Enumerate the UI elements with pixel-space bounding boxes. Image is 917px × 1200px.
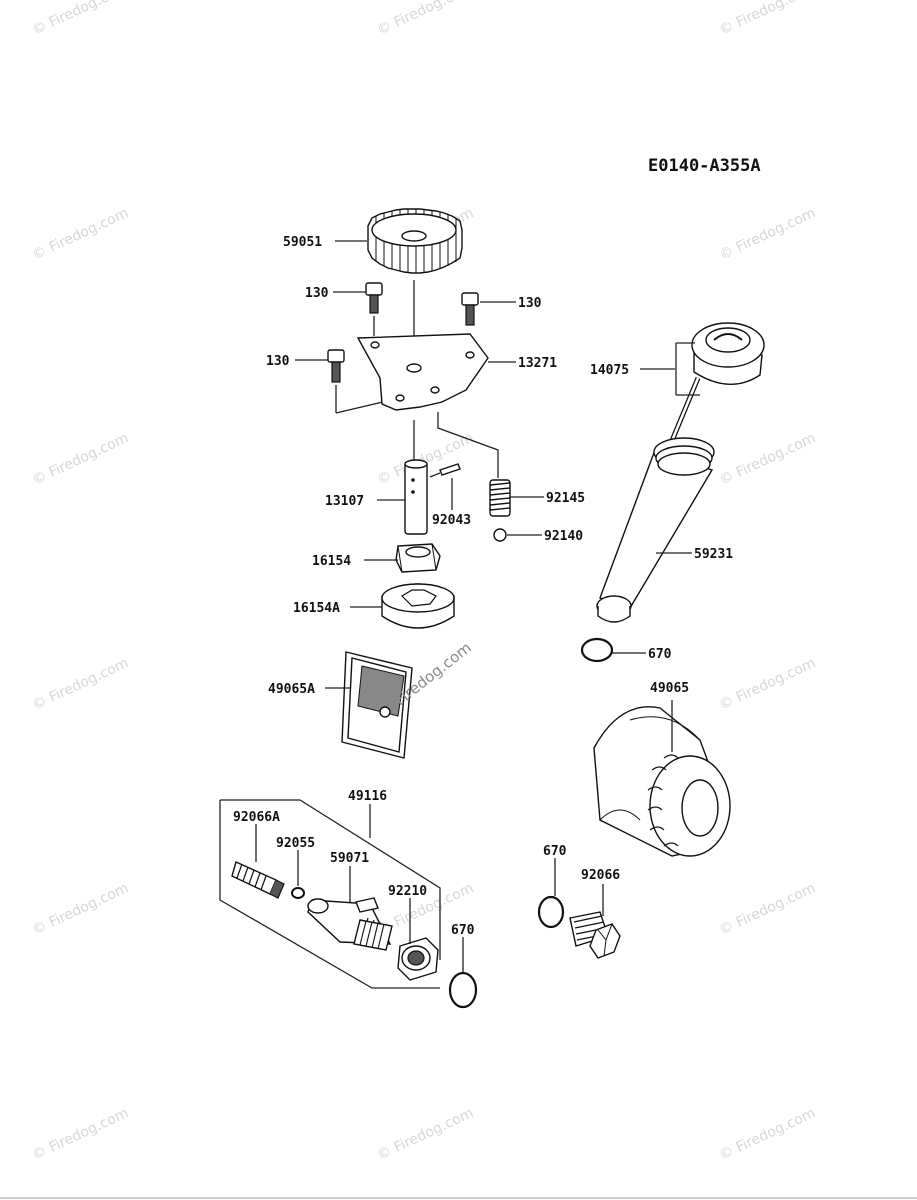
oil-screen-49065a[interactable] — [341, 651, 413, 759]
watermark-7: © Firedog.com — [30, 430, 131, 489]
axis-pin — [429, 472, 441, 478]
label-92055[interactable]: 92055 — [276, 836, 315, 851]
watermark-15: © Firedog.com — [30, 1105, 131, 1164]
rotor-16154a[interactable] — [381, 583, 455, 629]
o-ring-670-drain[interactable] — [537, 895, 565, 929]
drain-plug-92066[interactable] — [569, 911, 621, 959]
diagram-code: E0140-A355A — [648, 156, 761, 176]
o-ring-670-tube[interactable] — [580, 637, 614, 663]
watermark-14: © Firedog.com — [717, 880, 818, 939]
bolt-130-left-top[interactable] — [365, 282, 383, 314]
bolt-130-left-bottom[interactable] — [327, 349, 345, 383]
label-670-a[interactable]: 670 — [648, 647, 672, 662]
label-92043[interactable]: 92043 — [432, 513, 471, 528]
label-92145[interactable]: 92145 — [546, 491, 585, 506]
watermark-2: © Firedog.com — [375, 0, 476, 39]
plug-92066a[interactable] — [231, 861, 285, 899]
relief-valve-59071[interactable] — [307, 897, 393, 951]
ball-92140[interactable] — [493, 528, 507, 542]
label-92066[interactable]: 92066 — [581, 868, 620, 883]
label-92140[interactable]: 92140 — [544, 529, 583, 544]
nut-92210[interactable] — [397, 937, 439, 981]
o-ring-92055[interactable] — [291, 887, 305, 899]
label-92066a[interactable]: 92066A — [233, 810, 280, 825]
label-14075[interactable]: 14075 — [590, 363, 629, 378]
label-49065a[interactable]: 49065A — [268, 682, 315, 697]
label-130-b[interactable]: 130 — [518, 296, 542, 311]
watermark-9: © Firedog.com — [717, 430, 818, 489]
assembly-49116-outline-left — [219, 800, 440, 989]
shaft-13107[interactable] — [404, 459, 428, 535]
watermark-6: © Firedog.com — [717, 205, 818, 264]
label-13271[interactable]: 13271 — [518, 356, 557, 371]
assembly-49116-outline-right — [220, 799, 441, 960]
label-130-a[interactable]: 130 — [305, 286, 329, 301]
plate-13271[interactable] — [356, 333, 489, 411]
label-670-b[interactable]: 670 — [451, 923, 475, 938]
axis-plate-spring — [437, 412, 499, 478]
watermark-11: © Firedog.com — [717, 655, 818, 714]
o-ring-670-valve[interactable] — [448, 971, 478, 1009]
watermark-1: © Firedog.com — [30, 0, 131, 39]
label-16154[interactable]: 16154 — [312, 554, 351, 569]
label-59231[interactable]: 59231 — [694, 547, 733, 562]
label-59071[interactable]: 59071 — [330, 851, 369, 866]
spring-92145[interactable] — [489, 479, 511, 517]
gear-59051[interactable] — [367, 208, 463, 274]
label-92210[interactable]: 92210 — [388, 884, 427, 899]
tube-59231[interactable] — [596, 437, 715, 623]
pin-92043[interactable] — [439, 463, 461, 476]
oil-filter-49065[interactable] — [593, 706, 731, 857]
rotor-16154[interactable] — [395, 543, 441, 573]
label-49065[interactable]: 49065 — [650, 681, 689, 696]
watermark-12: © Firedog.com — [30, 880, 131, 939]
watermark-17: © Firedog.com — [717, 1105, 818, 1164]
label-59051[interactable]: 59051 — [283, 235, 322, 250]
label-130-c[interactable]: 130 — [266, 354, 290, 369]
watermark-4: © Firedog.com — [30, 205, 131, 264]
bolt-130-right[interactable] — [461, 292, 479, 326]
label-16154a[interactable]: 16154A — [293, 601, 340, 616]
watermark-3: © Firedog.com — [717, 0, 818, 39]
watermark-16: © Firedog.com — [375, 1105, 476, 1164]
label-49116[interactable]: 49116 — [348, 789, 387, 804]
label-13107[interactable]: 13107 — [325, 494, 364, 509]
label-670-c[interactable]: 670 — [543, 844, 567, 859]
watermark-10: © Firedog.com — [30, 655, 131, 714]
